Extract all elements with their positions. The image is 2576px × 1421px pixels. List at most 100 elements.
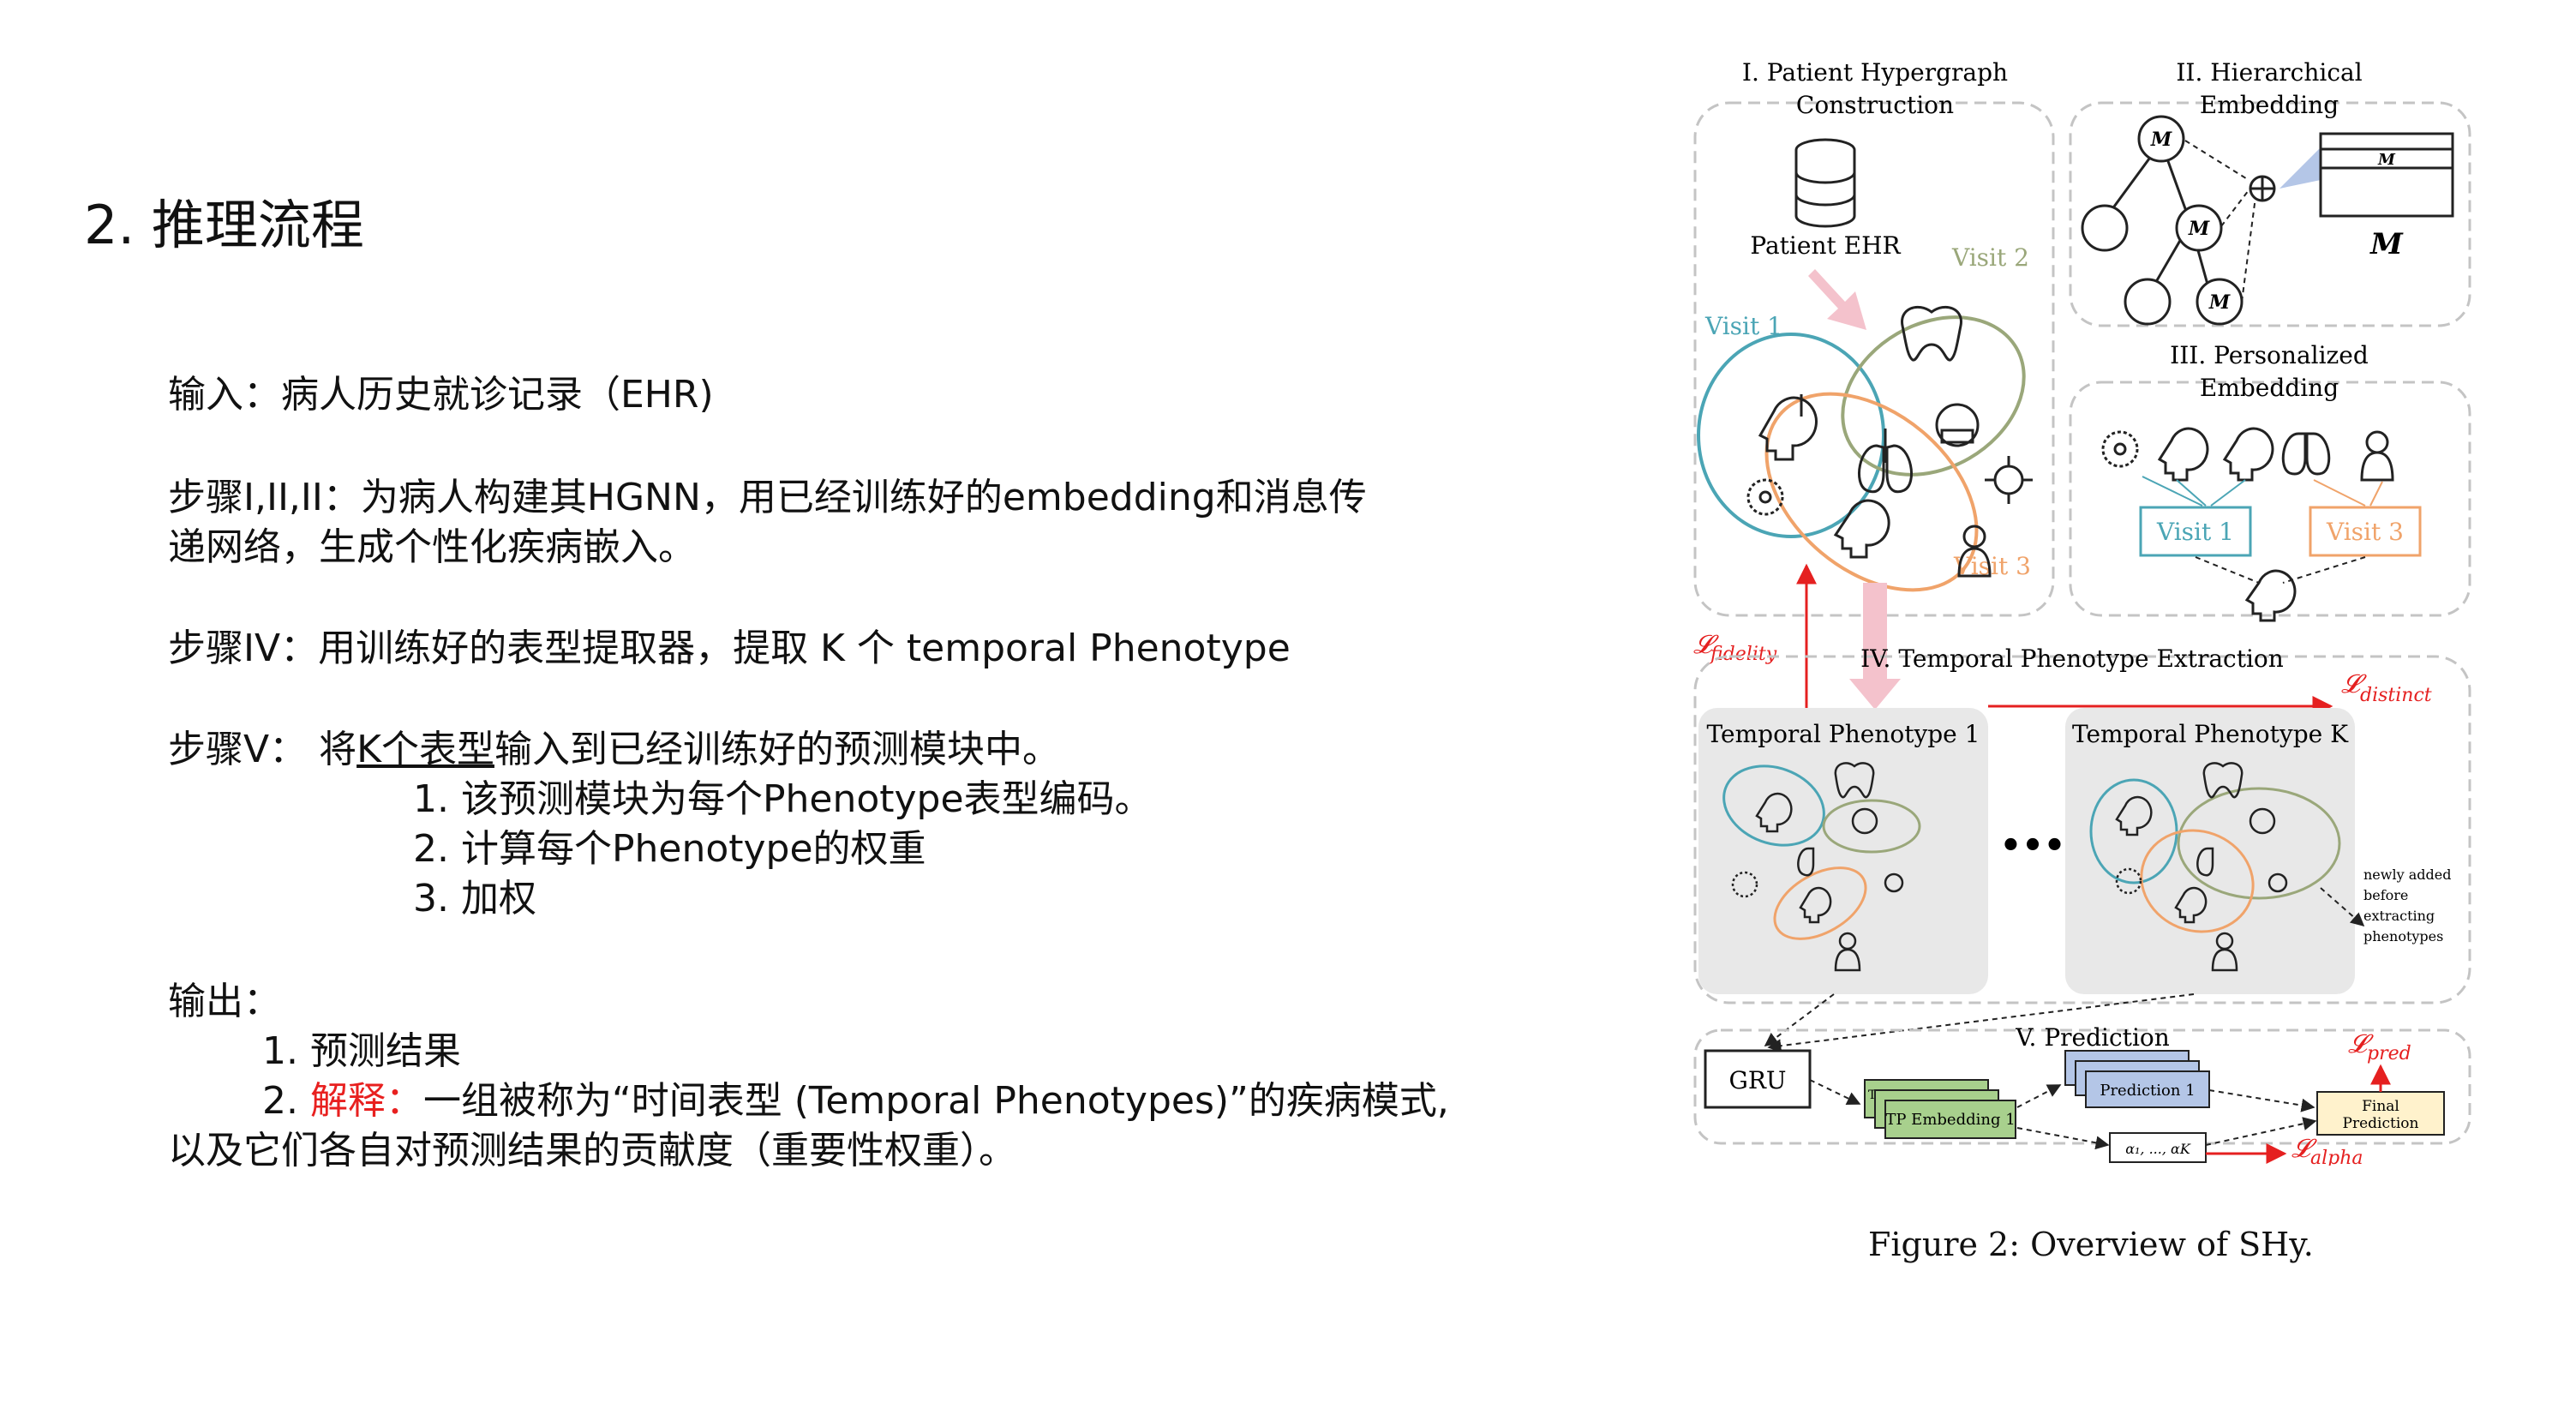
- ehr-to-hypergraph-arrow: [1808, 269, 1866, 330]
- tp-k-visit-3: [2140, 829, 2255, 933]
- tooth-icon: [1901, 306, 1962, 362]
- tp-k-card: [2065, 708, 2355, 994]
- loss-pred-subscript: pred: [2367, 1043, 2411, 1064]
- p3-aggregation-arrows: [2195, 556, 2366, 584]
- loss-alpha-subscript: alpha: [2310, 1148, 2363, 1166]
- injured-person-icon: [1957, 525, 1992, 578]
- output-label: 输出：: [168, 980, 281, 1023]
- patient-ehr-label: Patient EHR: [1750, 231, 1901, 260]
- note-line-1: newly added: [2363, 866, 2451, 883]
- step-4: 步骤IV：用训练好的表型提取器，提取 K 个 temporal Phenotyp…: [168, 627, 1291, 670]
- tp-1-to-gru-arrow: [1764, 993, 1835, 1046]
- phenotype-ellipsis: •••: [2000, 826, 2066, 866]
- embedding-to-alpha-arrow: [2016, 1127, 2110, 1150]
- tp-1-nodes: [1731, 762, 1904, 972]
- embedding-lookup-beam: [2279, 147, 2321, 189]
- note-line-3: extracting: [2363, 908, 2435, 924]
- p3-lungs-icon: [2281, 432, 2331, 476]
- step-123-line2: 递网络，生成个性化疾病嵌入。: [168, 525, 696, 569]
- aggregation-arrows: [2184, 140, 2256, 303]
- panel-4-title: IV. Temporal Phenotype Extraction: [1860, 645, 2284, 673]
- tp-1-card: [1698, 708, 1988, 994]
- p3-visit-1-label: Visit 1: [2156, 518, 2234, 546]
- tree-node-mid-label: M: [2188, 218, 2210, 240]
- hierarchy-tree: [2081, 115, 2244, 326]
- alpha-box: [2109, 1132, 2207, 1163]
- sum-operator-icon: [2249, 175, 2276, 202]
- tp-1-visit-3: [1773, 866, 1867, 940]
- step-123: 步骤I,II,II：为病人构建其HGNN，用已经训练好的embedding和消息…: [168, 473, 1367, 573]
- tp-embedding-label: TP Embedding 1: [1885, 1111, 2015, 1129]
- loss-fidelity-subscript: fidelity: [1709, 644, 1777, 665]
- gru-label: GRU: [1728, 1066, 1786, 1094]
- lungs-icon: [1858, 429, 1913, 494]
- tree-node-bottom-label: M: [2208, 291, 2231, 314]
- hypergraph-to-extraction-arrow: [1849, 583, 1901, 710]
- tp-1-visit-2: [1822, 799, 1921, 854]
- newly-added-arrow: [2320, 887, 2365, 927]
- prediction-to-final-arrow: [2208, 1089, 2315, 1112]
- visit-2-hyperedge: [1841, 315, 2026, 477]
- tp-1-visit-1: [1722, 764, 1825, 847]
- prediction-1-label: Prediction 1: [2100, 1082, 2195, 1100]
- tp-k-title: Temporal Phenotype K: [2072, 720, 2349, 748]
- virus-icon: [1746, 478, 1784, 516]
- panel-1-frame: [1693, 101, 2055, 617]
- step-5-suffix: 输入到已经训练好的预测模块中。: [494, 728, 1060, 771]
- visit-3-hyperedge: [1764, 392, 1979, 592]
- input-line: 输入：病人历史就诊记录（EHR): [168, 373, 714, 417]
- panel-1-title-1: I. Patient Hypergraph: [1742, 58, 2008, 87]
- step-5-item-2: 2. 计算每个Phenotype的权重: [413, 827, 926, 871]
- embedding-to-prediction-arrow: [2016, 1084, 2062, 1108]
- panel-2-title-2: Embedding: [2200, 91, 2339, 119]
- alpha-label: α₁, ..., αK: [2125, 1141, 2191, 1157]
- output-item-2-prefix: 2.: [262, 1079, 310, 1123]
- tree-node-top-label: M: [2150, 129, 2172, 151]
- step-5-underlined: K个表型: [356, 728, 494, 771]
- final-prediction-label-1: Final: [2362, 1098, 2399, 1115]
- p3-fever-head-icon: [2157, 427, 2209, 482]
- tp-k-visit-2: [2177, 787, 2341, 900]
- final-prediction-label-2: Prediction: [2343, 1115, 2419, 1132]
- tp-1-title: Temporal Phenotype 1: [1707, 720, 1980, 748]
- p3-injured-person-icon: [2360, 430, 2394, 482]
- panel-1-title-2: Construction: [1796, 91, 1954, 119]
- panel-3-title-1: III. Personalized: [2170, 341, 2369, 369]
- output-item-1: 1. 预测结果: [262, 1029, 461, 1073]
- p3-visit-1-box: [2139, 506, 2252, 557]
- step-5-line: 步骤V： 将K个表型输入到已经训练好的预测模块中。: [168, 725, 1153, 775]
- gru-to-embedding-arrow: [1809, 1079, 1861, 1105]
- slide-title: 2. 推理流程: [84, 194, 364, 256]
- matrix-label: M: [2369, 227, 2404, 261]
- loss-distinct-subscript: distinct: [2360, 685, 2432, 706]
- panel-4-frame: [1693, 655, 2471, 1004]
- masked-face-icon: [1935, 403, 1980, 447]
- step-5-item-3: 3. 加权: [413, 877, 536, 920]
- panel-2-title-1: II. Hierarchical: [2176, 58, 2362, 87]
- note-line-4: phenotypes: [2363, 928, 2443, 944]
- figure-caption: Figure 2: Overview of SHy.: [1868, 1226, 2314, 1263]
- explanation-label: 解释：: [309, 1079, 423, 1123]
- coughing-head-icon: [1833, 499, 1890, 559]
- shy-overview-diagram: I. Patient Hypergraph Construction Patie…: [1693, 58, 2471, 1166]
- database-icon: [1794, 138, 1856, 228]
- p3-patient-head-icon: [2244, 569, 2297, 622]
- tp-embedding-box: [1884, 1100, 2016, 1139]
- p3-visit-3-box: [2309, 506, 2422, 557]
- p3-attention-arrows-visit1: [2142, 476, 2246, 507]
- output-item-2: 2. 解释：一组被称为“时间表型 (Temporal Phenotypes)”的…: [168, 1076, 1449, 1126]
- panel-3-title-2: Embedding: [2200, 374, 2339, 402]
- step-5: 步骤V： 将K个表型输入到已经训练好的预测模块中。 1. 该预测模块为每个Phe…: [168, 725, 1153, 924]
- visit-2-label: Visit 2: [1951, 243, 2029, 272]
- fever-head-icon: [1758, 394, 1818, 461]
- panel-3-frame: [2069, 381, 2471, 617]
- p3-visit-3-label: Visit 3: [2326, 518, 2404, 546]
- p3-virus-icon: [2101, 430, 2139, 468]
- embedding-matrix: [2319, 132, 2454, 218]
- step-123-line1: 步骤I,II,II：为病人构建其HGNN，用已经训练好的embedding和消息…: [168, 476, 1367, 519]
- gru-box: [1704, 1049, 1812, 1109]
- note-line-2: before: [2363, 887, 2408, 903]
- panel-5-title: V. Prediction: [2015, 1023, 2170, 1052]
- bacteria-icon: [1985, 456, 2033, 504]
- tp-k-nodes: [2115, 762, 2288, 972]
